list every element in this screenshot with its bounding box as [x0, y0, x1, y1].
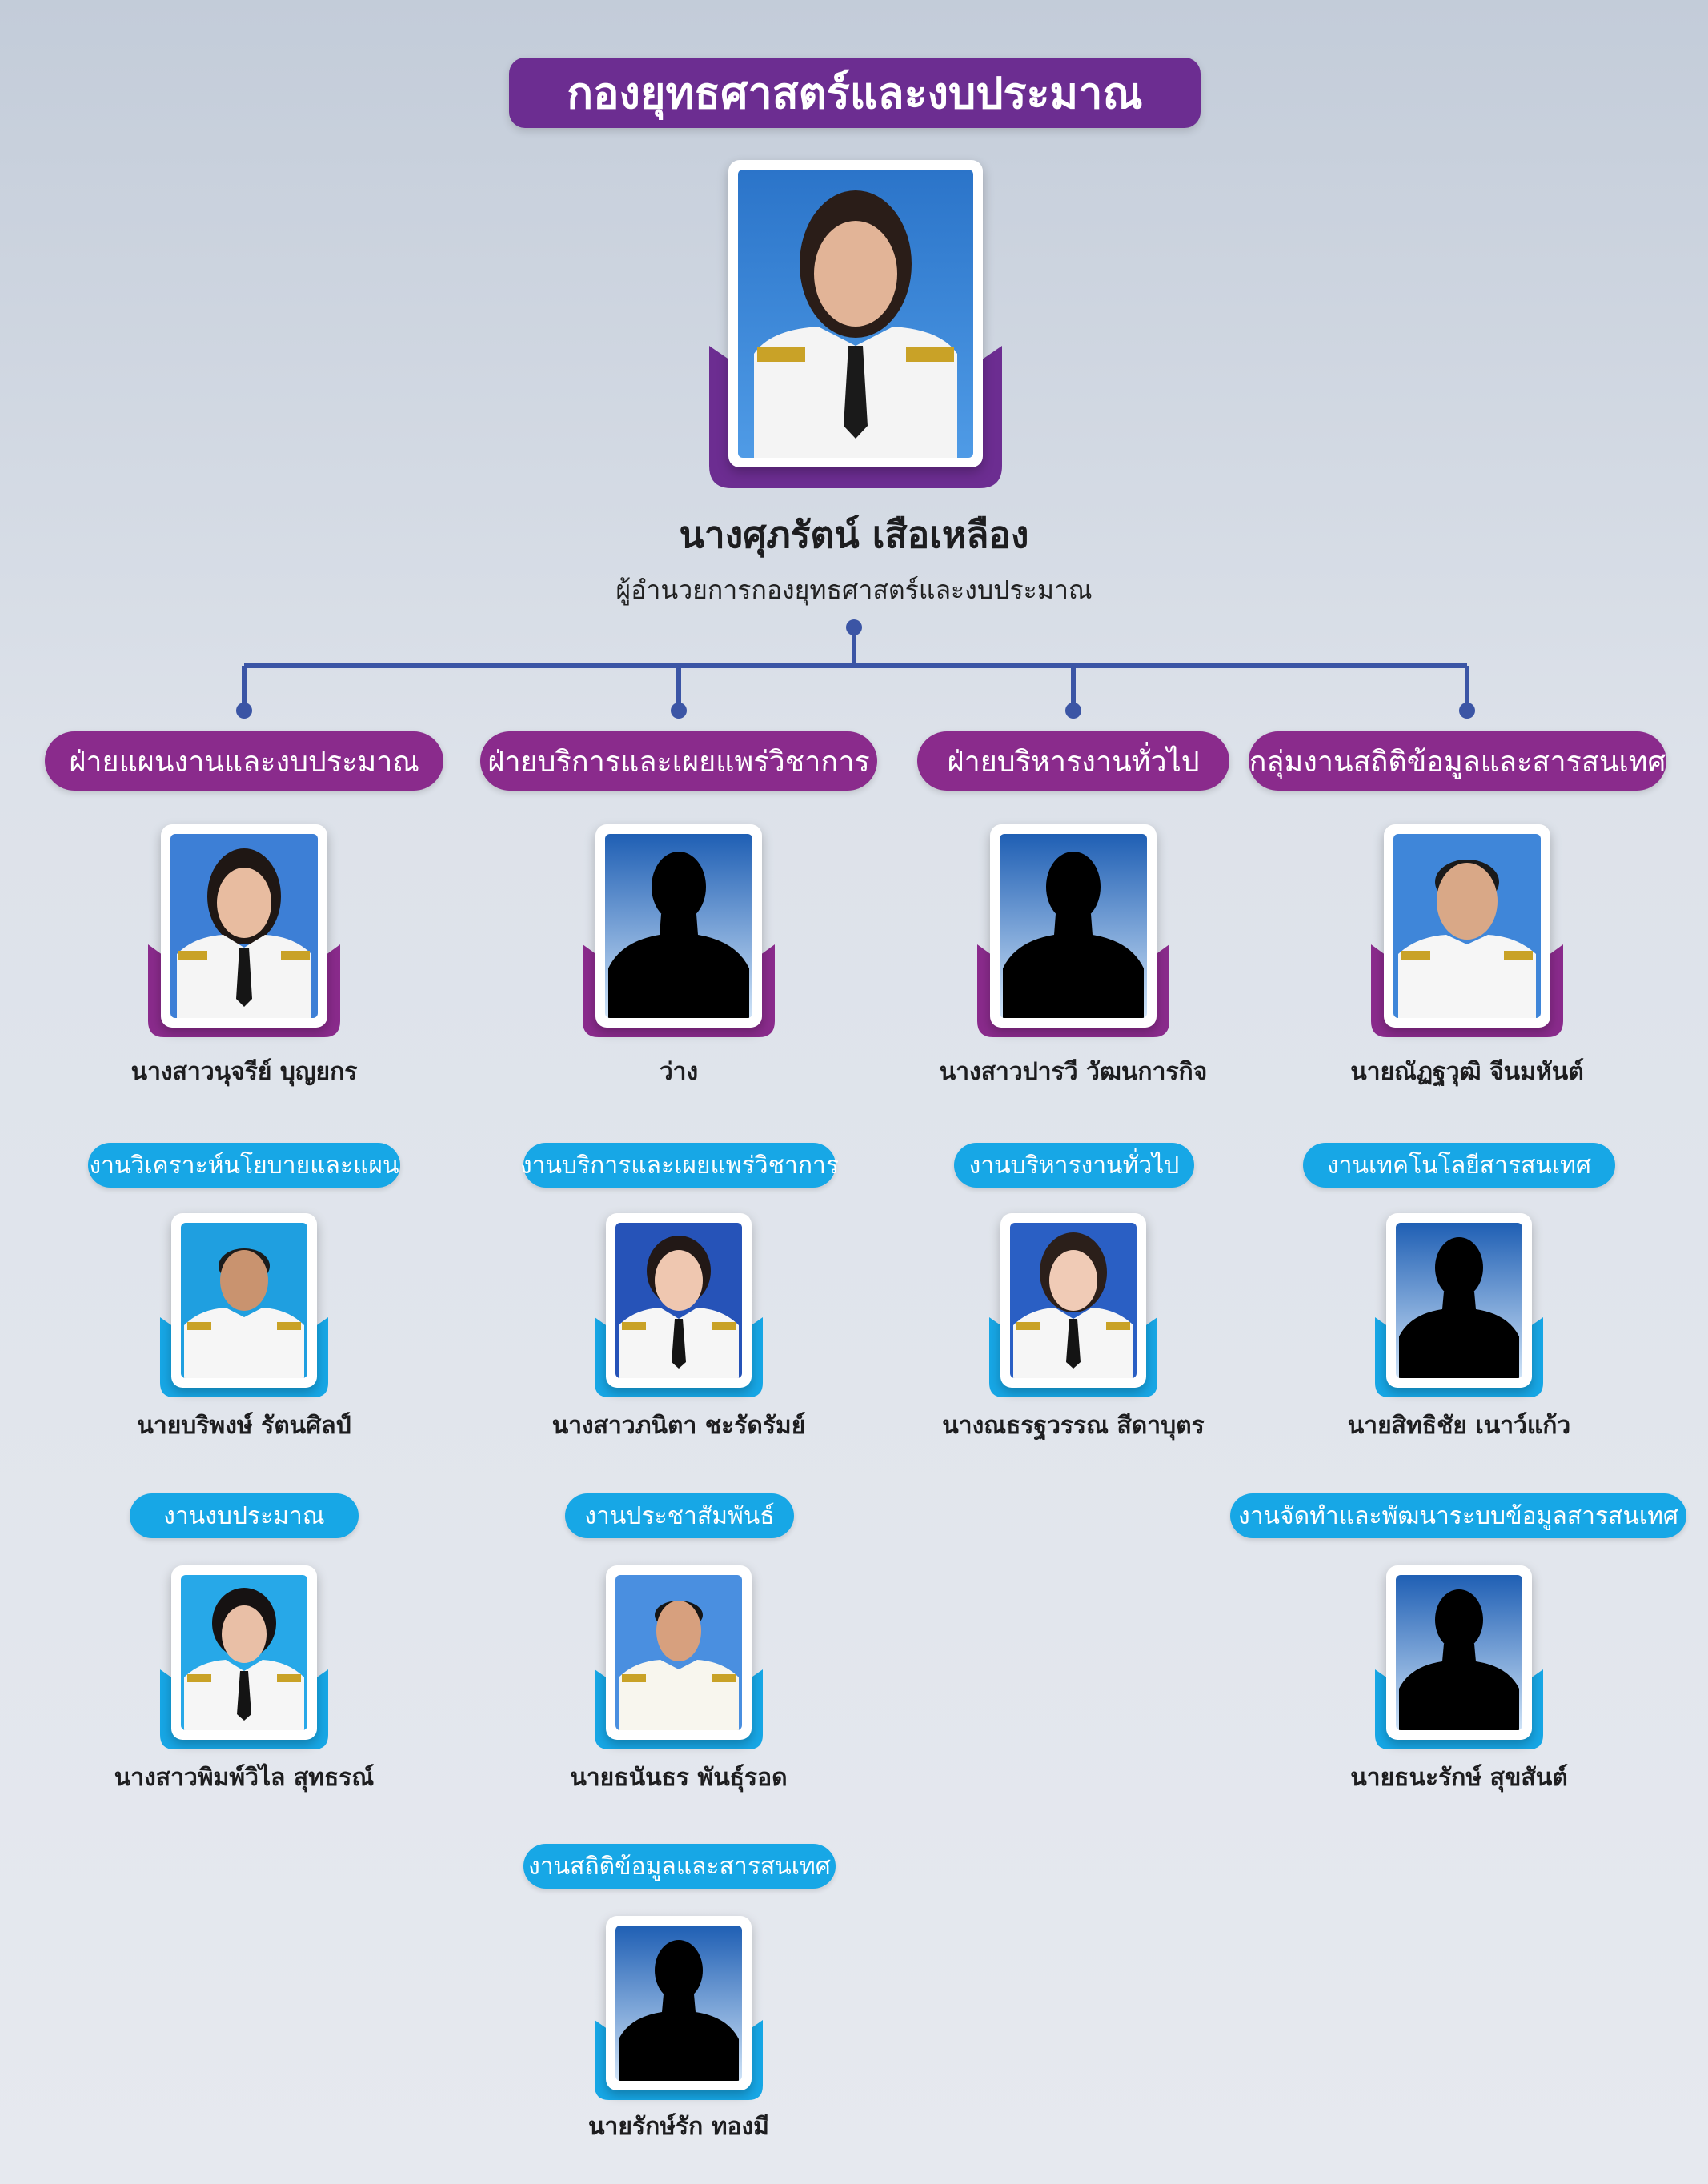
department-head-photo [583, 824, 775, 1037]
department-head-name: นายณัฏฐวุฒิ จีนมหันต์ [1350, 1058, 1584, 1086]
person-silhouette-icon [615, 1926, 742, 2081]
director-photo [709, 160, 1002, 488]
member-name: นายบริพงษ์ รัตนศิลป์ [137, 1412, 351, 1440]
member-name: นางณธรฐวรรณ สีดาบุตร [942, 1412, 1205, 1440]
portrait-icon [181, 1575, 307, 1730]
portrait-icon [738, 170, 973, 458]
department-label: ฝ่ายแผนงานและงบประมาณ [45, 731, 443, 791]
portrait-icon [615, 1223, 742, 1378]
person-silhouette-icon [605, 834, 752, 1018]
member-photo [160, 1213, 328, 1397]
person-silhouette-icon [1396, 1575, 1522, 1730]
member-photo [595, 1916, 763, 2100]
department-label: ฝ่ายบริหารงานทั่วไป [917, 731, 1229, 791]
member-name: นายธนันธร พันธุ์รอด [570, 1764, 788, 1792]
unit-label: งานประชาสัมพันธ์ [565, 1493, 794, 1538]
department-head-name: นางสาวปารวี วัฒนการกิจ [939, 1058, 1208, 1086]
unit-label: งานบริการและเผยแพร่วิชาการ [520, 1143, 839, 1188]
person-silhouette-icon [1000, 834, 1147, 1018]
member-name: นางสาวพิมพ์วิไล สุทธรณ์ [114, 1764, 375, 1792]
member-photo [595, 1565, 763, 1749]
portrait-icon [170, 834, 318, 1018]
member-name: นางสาวภนิตา ชะรัดรัมย์ [551, 1412, 806, 1440]
member-photo [160, 1565, 328, 1749]
member-photo [1375, 1565, 1543, 1749]
portrait-icon [1393, 834, 1541, 1018]
department-head-photo [148, 824, 340, 1037]
unit-label: งานบริหารงานทั่วไป [954, 1143, 1194, 1188]
member-photo [1375, 1213, 1543, 1397]
unit-label: งานสถิติข้อมูลและสารสนเทศ [523, 1844, 836, 1889]
member-photo [989, 1213, 1157, 1397]
department-head-name: นางสาวนุจรีย์ บุญยกร [130, 1058, 358, 1086]
page-title: กองยุทธศาสตร์และงบประมาณ [509, 58, 1201, 128]
department-head-photo [1371, 824, 1563, 1037]
member-photo [595, 1213, 763, 1397]
member-name: นายรักษ์รัก ทองมี [588, 2113, 769, 2141]
unit-label: งานวิเคราะห์นโยบายและแผน [88, 1143, 400, 1188]
portrait-icon [181, 1223, 307, 1378]
member-name: นายธนะรักษ์ สุขสันต์ [1350, 1764, 1568, 1792]
unit-label: งานจัดทำและพัฒนาระบบข้อมูลสารสนเทศ [1230, 1493, 1686, 1538]
department-head-photo [977, 824, 1169, 1037]
department-head-name: ว่าง [659, 1058, 699, 1086]
director-name: นางศุภรัตน์ เสือเหลือง [679, 513, 1029, 556]
department-label: ฝ่ายบริการและเผยแพร่วิชาการ [480, 731, 877, 791]
department-label: กลุ่มงานสถิติข้อมูลและสารสนเทศ [1249, 731, 1666, 791]
portrait-icon [1010, 1223, 1137, 1378]
unit-label: งานเทคโนโลยีสารสนเทศ [1303, 1143, 1615, 1188]
director-position: ผู้อำนวยการกองยุทธศาสตร์และงบประมาณ [615, 575, 1093, 605]
member-name: นายสิทธิชัย เนาว์แก้ว [1347, 1412, 1571, 1440]
unit-label: งานงบประมาณ [130, 1493, 359, 1538]
portrait-icon [615, 1575, 742, 1730]
person-silhouette-icon [1396, 1223, 1522, 1378]
